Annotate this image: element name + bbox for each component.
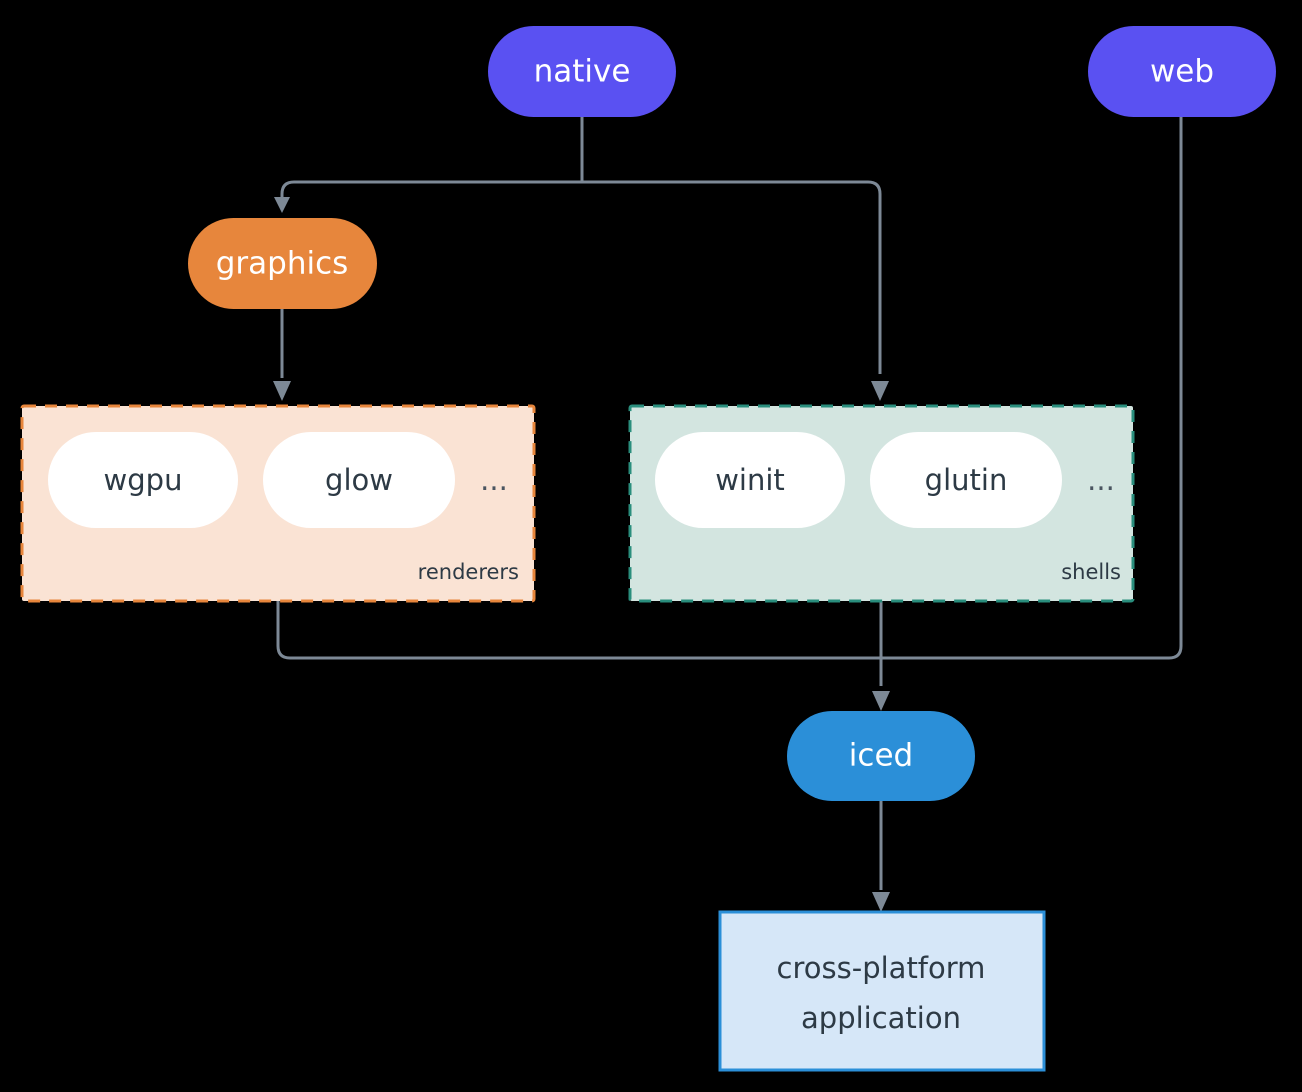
- arrowhead-graphics-to-renderers: [273, 381, 291, 401]
- node-iced[interactable]: iced: [787, 711, 975, 801]
- renderers-overflow-ellipsis: ...: [480, 463, 508, 497]
- chip-glow-label: glow: [325, 463, 393, 497]
- chip-glutin-label: glutin: [925, 463, 1008, 497]
- chip-glutin[interactable]: [870, 432, 1062, 528]
- node-application-label-line1: cross-platform: [777, 951, 986, 985]
- node-native[interactable]: native: [488, 26, 676, 117]
- node-web-label: web: [1150, 54, 1214, 90]
- node-web-shape[interactable]: [1088, 26, 1276, 117]
- node-iced-label: iced: [849, 738, 913, 774]
- node-application-shape[interactable]: [718, 910, 1046, 1072]
- node-application-label-line2: application: [801, 1001, 961, 1035]
- edge-web-to-iced: [881, 117, 1183, 660]
- group-shells-caption: shells: [1061, 560, 1121, 584]
- node-native-shape[interactable]: [488, 26, 676, 117]
- arrowhead-iced-to-application: [872, 892, 890, 912]
- arrowhead-native-to-shells: [871, 381, 889, 401]
- edge-renderers-to-iced: [276, 601, 881, 660]
- group-shells: winit glutin ... shells: [628, 404, 1135, 603]
- chip-winit-label: winit: [715, 463, 785, 497]
- edge-native-to-graphics: [280, 180, 582, 198]
- chip-glow[interactable]: [263, 432, 455, 528]
- chip-winit[interactable]: [655, 432, 845, 528]
- chip-wgpu[interactable]: [48, 432, 238, 528]
- group-renderers: wgpu glow ... renderers: [20, 404, 536, 603]
- node-iced-shape[interactable]: [787, 711, 975, 801]
- shells-overflow-ellipsis: ...: [1087, 463, 1115, 497]
- node-web[interactable]: web: [1088, 26, 1276, 117]
- node-graphics-shape[interactable]: [188, 218, 377, 309]
- node-native-label: native: [534, 54, 631, 90]
- node-graphics[interactable]: graphics: [188, 218, 377, 309]
- chip-wgpu-label: wgpu: [104, 463, 183, 497]
- arrowhead-into-iced: [872, 691, 890, 711]
- arrowhead-native-to-graphics: [274, 197, 290, 213]
- node-application[interactable]: cross-platform application: [718, 910, 1046, 1072]
- edge-native-to-shells: [582, 180, 882, 374]
- node-graphics-label: graphics: [216, 246, 349, 282]
- group-renderers-caption: renderers: [418, 560, 519, 584]
- edge-layer: [273, 117, 1183, 912]
